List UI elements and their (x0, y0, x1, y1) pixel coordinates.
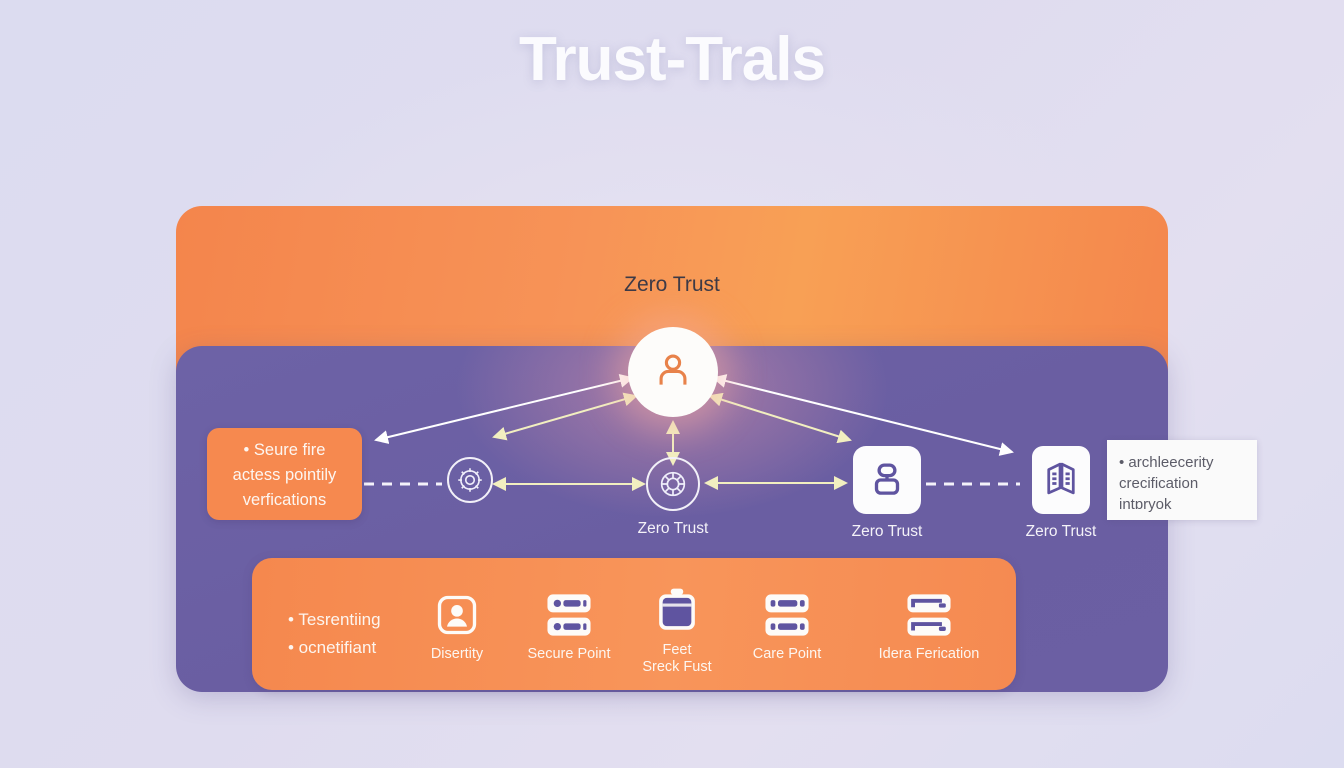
tooltip-right-line2: crecification (1119, 475, 1199, 492)
mid-node-3-label: Zero Trust (1025, 523, 1097, 540)
bottom-node-care-point[interactable]: Care Point (727, 588, 847, 663)
bottom-node-secure-point[interactable]: Secure Point (509, 588, 629, 663)
mid-node-0[interactable] (444, 457, 496, 512)
identity-card-icon (397, 588, 517, 642)
header-zone-label: Zero Trust (624, 273, 720, 296)
callout-left-line2: actess pointily (232, 466, 337, 484)
bottom-node-idera[interactable]: Idera Ferication (869, 588, 989, 663)
bottom-bullets: • Tesrentiing • ocnetifiant (288, 606, 381, 662)
tooltip-right-line1: • archleecerity (1119, 454, 1214, 471)
left-callout-box[interactable]: • Seure fire actess pointily verfication… (207, 428, 362, 520)
mid-node-1[interactable]: Zero Trust (613, 457, 733, 538)
bottom-node-feet[interactable]: Feet Sreck Fust (617, 584, 737, 676)
briefcase-icon (617, 584, 737, 638)
building-icon (1032, 446, 1090, 514)
right-tooltip-box[interactable]: • archleecerity crecification intɒryok (1107, 440, 1257, 520)
bottom-node-care-point-label: Care Point (752, 646, 822, 662)
gear-circle-icon (447, 457, 493, 503)
shield-gear-icon (646, 457, 700, 511)
bottom-node-identity-label: Disertity (430, 646, 484, 662)
bottom-node-feet-label2: Sreck Fust (642, 659, 712, 675)
bottom-bullet-0: • Tesrentiing (288, 610, 381, 629)
bottom-node-identity[interactable]: Disertity (397, 588, 517, 663)
user-avatar-icon (651, 348, 695, 397)
callout-left-line1: • Seure fire (243, 441, 326, 459)
mid-node-1-label: Zero Trust (637, 520, 709, 537)
mid-node-3[interactable]: Zero Trust (1001, 446, 1121, 541)
bottom-node-secure-point-label: Secure Point (527, 646, 611, 662)
mid-node-2-label: Zero Trust (851, 523, 923, 540)
tooltip-right-line3: intɒryok (1119, 496, 1172, 513)
bottom-node-feet-label: Feet (662, 642, 692, 658)
mid-node-2[interactable]: Zero Trust (827, 446, 947, 541)
bottom-node-idera-label: Idera Ferication (878, 646, 980, 662)
server-rack-icon (853, 446, 921, 514)
bottom-bullet-1: • ocnetifiant (288, 638, 377, 657)
page-title: Trust-Trals (519, 25, 826, 94)
server-stack-icon (509, 588, 629, 642)
center-hub-node[interactable] (628, 327, 718, 417)
callout-left-line3: verfications (242, 491, 327, 509)
server-lines-icon (869, 588, 989, 642)
bottom-orange-panel (252, 558, 1016, 690)
server-stack-icon (727, 588, 847, 642)
